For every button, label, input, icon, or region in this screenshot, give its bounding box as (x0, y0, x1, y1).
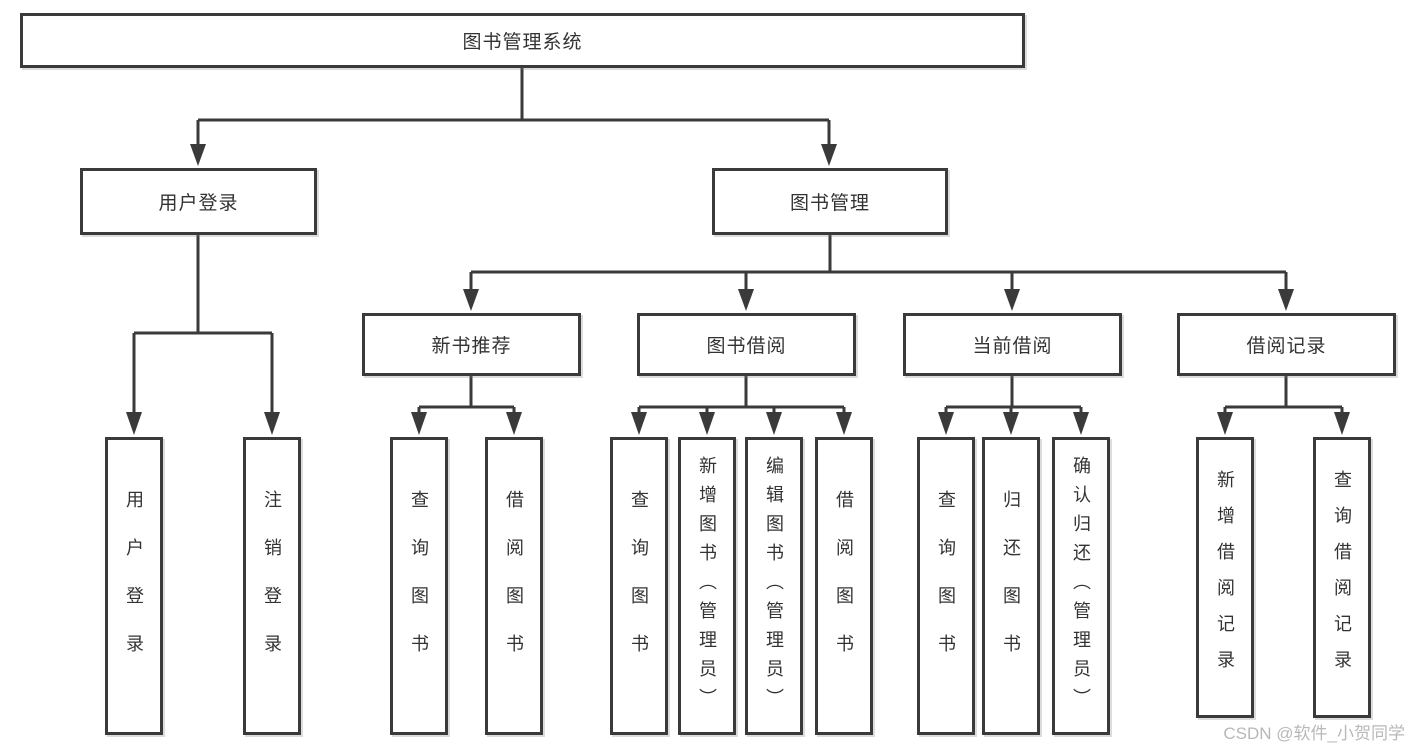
leaf-query-books-1: 查询图书 (390, 437, 448, 735)
node-new-book-recommendation: 新书推荐 (362, 313, 581, 376)
leaf-label: 查询图书 (936, 490, 956, 682)
leaf-label: 查询借阅记录 (1332, 469, 1352, 686)
node-label: 当前借阅 (972, 336, 1053, 357)
leaf-edit-books-admin: 编辑图书（管理员） (745, 437, 803, 735)
connector-book-borrowing (631, 376, 852, 435)
leaf-label: 新增借阅记录 (1215, 469, 1235, 686)
leaf-add-books-admin: 新增图书（管理员） (678, 437, 736, 735)
connector-root (190, 68, 837, 166)
connector-user-login (126, 235, 280, 435)
node-borrowing-records: 借阅记录 (1177, 313, 1396, 376)
node-current-borrowing: 当前借阅 (903, 313, 1122, 376)
connector-new-book-recommendation (411, 376, 522, 435)
leaf-confirm-return-admin: 确认归还（管理员） (1052, 437, 1110, 735)
node-label: 图书管理系统 (462, 32, 583, 53)
node-label: 借阅记录 (1246, 336, 1327, 357)
node-book-management-system: 图书管理系统 (20, 13, 1025, 68)
node-label: 图书借阅 (706, 336, 787, 357)
leaf-borrow-books-2: 借阅图书 (815, 437, 873, 735)
leaf-label: 借阅图书 (834, 490, 854, 682)
node-book-management: 图书管理 (712, 168, 948, 235)
connector-book-management (463, 235, 1294, 311)
leaf-label: 新增图书（管理员） (697, 455, 717, 717)
csdn-watermark: CSDN @软件_小贺同学 (1223, 724, 1405, 743)
leaf-label: 编辑图书（管理员） (764, 455, 784, 717)
leaf-query-books-3: 查询图书 (917, 437, 975, 735)
leaf-user-login: 用户登录 (105, 437, 163, 735)
node-label: 用户登录 (158, 193, 239, 214)
leaf-query-borrow-record: 查询借阅记录 (1313, 437, 1371, 718)
connector-borrowing-records (1217, 376, 1350, 435)
leaf-label: 确认归还（管理员） (1071, 455, 1091, 717)
connector-current-borrowing (938, 376, 1089, 435)
node-user-login: 用户登录 (80, 168, 317, 235)
leaf-label: 查询图书 (629, 490, 649, 682)
leaf-label: 借阅图书 (504, 490, 524, 682)
leaf-return-books: 归还图书 (982, 437, 1040, 735)
node-label: 图书管理 (789, 193, 870, 214)
leaf-add-borrow-record: 新增借阅记录 (1196, 437, 1254, 718)
leaf-query-books-2: 查询图书 (610, 437, 668, 735)
leaf-label: 归还图书 (1001, 490, 1021, 682)
leaf-borrow-books-1: 借阅图书 (485, 437, 543, 735)
leaf-label: 用户登录 (124, 490, 144, 682)
leaf-label: 查询图书 (409, 490, 429, 682)
node-label: 新书推荐 (431, 336, 512, 357)
node-book-borrowing: 图书借阅 (637, 313, 856, 376)
leaf-logout: 注销登录 (243, 437, 301, 735)
leaf-label: 注销登录 (262, 490, 282, 682)
